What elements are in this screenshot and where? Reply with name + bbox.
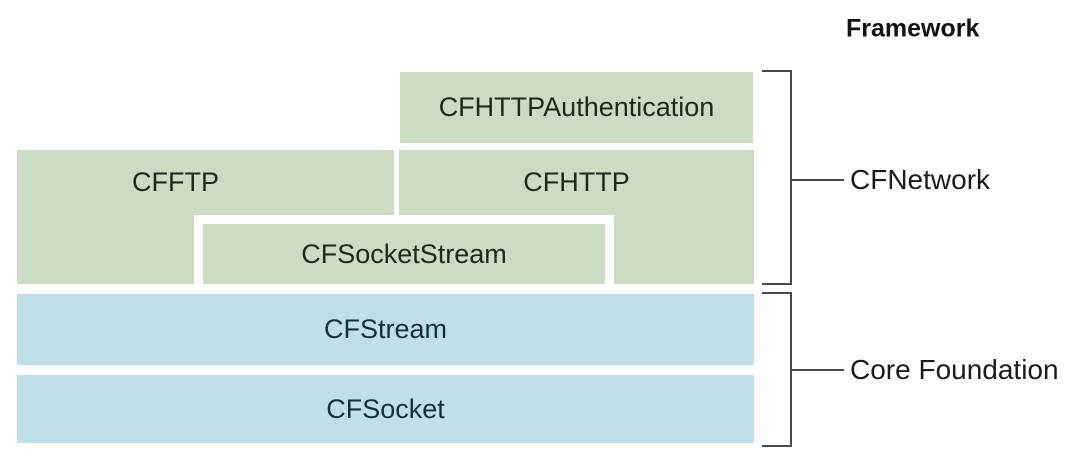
box-cfftp-label-strip: CFFTP bbox=[17, 150, 394, 215]
box-cfhttp-label: CFHTTP bbox=[523, 167, 630, 197]
box-cfhttpauthentication-label: CFHTTPAuthentication bbox=[438, 92, 715, 122]
cfnetwork-bracket-tick bbox=[790, 179, 844, 181]
core-foundation-group-label: Core Foundation bbox=[850, 354, 1059, 385]
cfnetwork-group-label: CFNetwork bbox=[850, 164, 991, 195]
box-cfhttpauthentication: CFHTTPAuthentication bbox=[400, 72, 753, 143]
box-cfsocket-label: CFSocket bbox=[326, 393, 445, 424]
box-cfftp-label: CFFTP bbox=[132, 167, 219, 197]
box-cfstream-label: CFStream bbox=[323, 314, 448, 344]
cfnetwork-group-bracket bbox=[762, 70, 792, 285]
box-cfsocket: CFSocket bbox=[17, 375, 754, 443]
box-cfhttp-label-strip: CFHTTP bbox=[399, 150, 754, 215]
core-foundation-group-bracket bbox=[762, 292, 792, 447]
core-foundation-bracket-tick bbox=[790, 369, 844, 371]
framework-heading: Framework bbox=[846, 14, 980, 43]
box-cfstream: CFStream bbox=[17, 294, 754, 365]
box-cfsocketstream-label: CFSocketStream bbox=[301, 238, 507, 269]
box-cfsocketstream: CFSocketStream bbox=[194, 215, 614, 293]
